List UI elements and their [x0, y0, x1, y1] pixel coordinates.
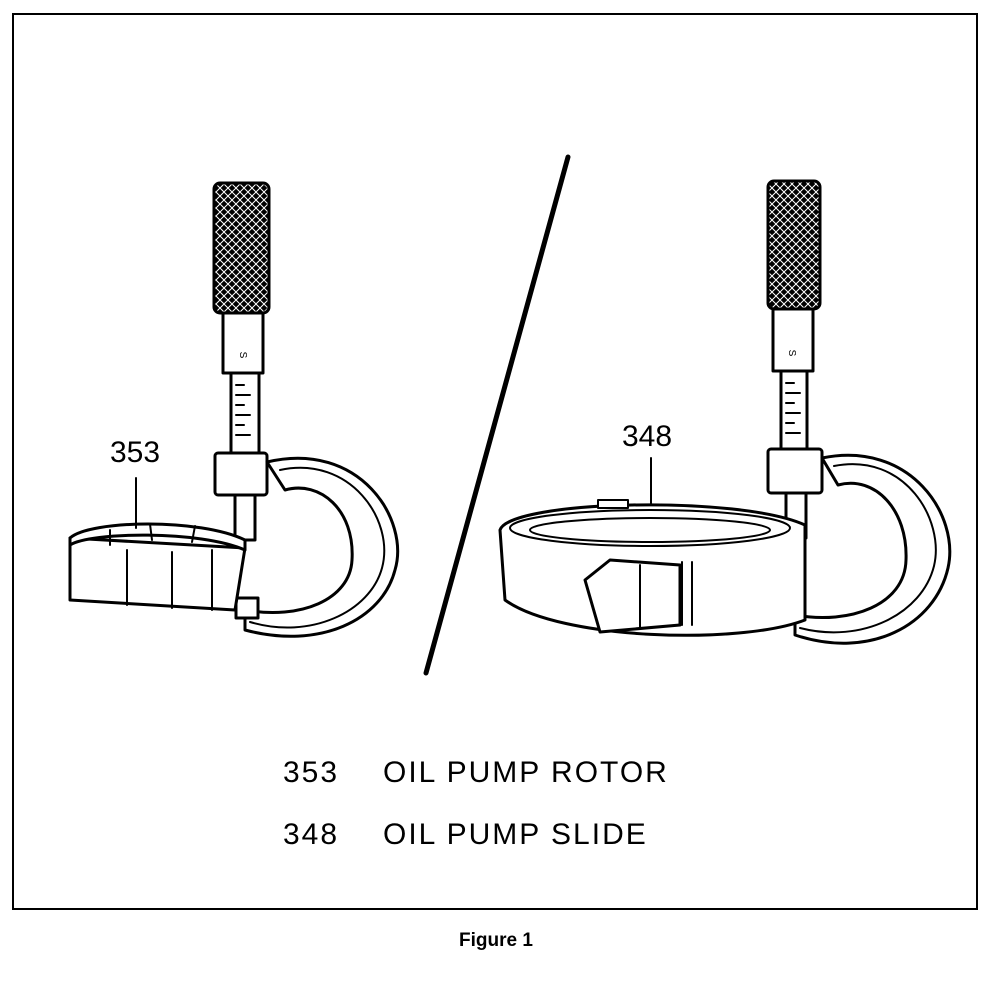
- legend-number: 348: [283, 818, 340, 851]
- spindle: [233, 493, 257, 542]
- legend-row-slide: 348 OIL PUMP SLIDE: [283, 818, 648, 852]
- callout-353: 353: [110, 436, 161, 469]
- oil-pump-slide: [498, 499, 807, 637]
- thimble-sleeve-right: [771, 307, 815, 373]
- thimble-sleeve: [221, 311, 265, 375]
- legend-label: OIL PUMP ROTOR: [383, 756, 669, 789]
- micrometer-mark: S: [237, 352, 248, 359]
- figure-frame: [12, 13, 978, 910]
- frame-collar: [213, 451, 269, 497]
- callout-348: 348: [622, 420, 673, 453]
- thimble-knurled-right: [766, 179, 822, 311]
- left-micrometer: S: [68, 181, 400, 638]
- legend-label: OIL PUMP SLIDE: [383, 818, 648, 851]
- right-micrometer: S: [498, 179, 952, 645]
- c-frame: [243, 456, 400, 638]
- thimble-knurled: [212, 181, 271, 315]
- oil-pump-rotor: [68, 522, 247, 612]
- barrel: [229, 371, 261, 455]
- frame-collar-right: [766, 447, 824, 495]
- anvil: [234, 596, 260, 620]
- legend-number: 353: [283, 756, 340, 789]
- legend-row-rotor: 353 OIL PUMP ROTOR: [283, 756, 669, 790]
- divider-slash: [423, 154, 571, 676]
- c-frame-right: [793, 453, 952, 645]
- figure-caption: Figure 1: [459, 930, 533, 951]
- micrometer-mark-right: S: [786, 350, 797, 357]
